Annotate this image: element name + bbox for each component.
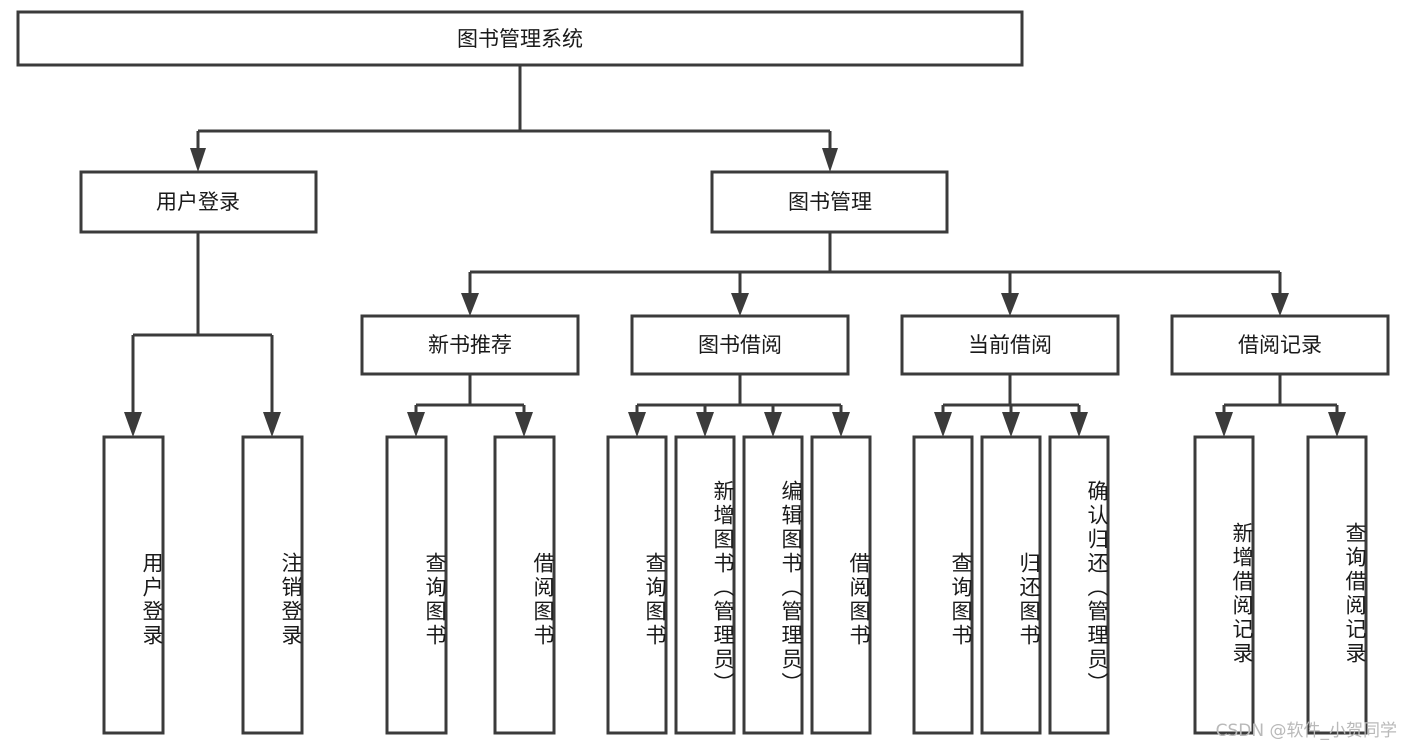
leaf-query-book-3-label: 查询图书 bbox=[949, 552, 973, 648]
leaf-query-book-1[interactable]: 查询图书 bbox=[385, 435, 448, 735]
node-book-management-label: 图书管理 bbox=[788, 190, 872, 214]
leaf-logout-login-box[interactable] bbox=[241, 435, 304, 735]
node-user-login-label: 用户登录 bbox=[156, 190, 240, 214]
arrow-head-leaf-query-book-3 bbox=[934, 412, 952, 437]
leaf-borrow-book-1-label: 借阅图书 bbox=[531, 552, 555, 648]
leaf-confirm-return-label: 确认归还（管理员） bbox=[1085, 480, 1109, 696]
arrow-head-leaf-confirm-return bbox=[1070, 412, 1088, 437]
arrow-head-leaf-return-book bbox=[1002, 412, 1020, 437]
leaf-add-book-label: 新增图书（管理员） bbox=[711, 480, 735, 696]
arrow-head-user-login bbox=[190, 148, 206, 172]
arrow-head-book-borrow bbox=[731, 293, 749, 316]
node-book-borrow-box[interactable] bbox=[630, 314, 850, 376]
node-user-login-box[interactable] bbox=[79, 170, 318, 234]
leaf-query-book-1-box[interactable] bbox=[385, 435, 448, 735]
leaf-query-borrow-record-label: 查询借阅记录 bbox=[1343, 522, 1367, 666]
leaf-query-book-2[interactable]: 查询图书 bbox=[606, 435, 668, 735]
arrow-head-leaf-user-login bbox=[124, 412, 142, 437]
arrow-head-leaf-borrow-book-1 bbox=[515, 412, 533, 437]
leaf-query-book-1-label: 查询图书 bbox=[423, 552, 447, 648]
arrow-head-book-management bbox=[822, 148, 838, 172]
leaf-user-login-label: 用户登录 bbox=[140, 552, 164, 648]
leaf-query-book-2-box[interactable] bbox=[606, 435, 668, 735]
leaf-add-borrow-record-box[interactable] bbox=[1193, 435, 1255, 735]
leaf-add-borrow-record[interactable]: 新增借阅记录 bbox=[1193, 435, 1255, 735]
node-user-login[interactable]: 用户登录 bbox=[79, 170, 318, 234]
leaf-user-login[interactable]: 用户登录 bbox=[102, 435, 165, 735]
leaf-return-book[interactable]: 归还图书 bbox=[980, 435, 1042, 735]
node-current-borrow[interactable]: 当前借阅 bbox=[900, 314, 1120, 376]
arrow-head-leaf-query-book-1 bbox=[407, 412, 425, 437]
leaf-borrow-book-2[interactable]: 借阅图书 bbox=[810, 435, 872, 735]
leaf-borrow-book-2-label: 借阅图书 bbox=[847, 552, 871, 648]
arrow-head-borrow-record bbox=[1271, 293, 1289, 316]
leaf-borrow-book-1-box[interactable] bbox=[493, 435, 556, 735]
arrow-head-leaf-query-book-2 bbox=[628, 412, 646, 437]
node-borrow-record-box[interactable] bbox=[1170, 314, 1390, 376]
leaf-query-book-3-box[interactable] bbox=[912, 435, 974, 735]
leaf-confirm-return[interactable]: 确认归还（管理员） bbox=[1048, 435, 1110, 735]
node-new-book-recommend-box[interactable] bbox=[360, 314, 580, 376]
arrow-head-current-borrow bbox=[1001, 293, 1019, 316]
leaf-confirm-return-box[interactable] bbox=[1048, 435, 1110, 735]
node-root[interactable]: 图书管理系统 bbox=[16, 10, 1024, 67]
leaf-return-book-box[interactable] bbox=[980, 435, 1042, 735]
leaf-edit-book[interactable]: 编辑图书（管理员） bbox=[742, 435, 804, 735]
node-new-book-recommend-label: 新书推荐 bbox=[428, 333, 512, 357]
leaf-logout-login-label: 注销登录 bbox=[279, 552, 303, 648]
node-borrow-record-label: 借阅记录 bbox=[1238, 333, 1322, 357]
node-book-borrow-label: 图书借阅 bbox=[698, 333, 782, 357]
node-book-borrow[interactable]: 图书借阅 bbox=[630, 314, 850, 376]
node-root-box[interactable] bbox=[16, 10, 1024, 67]
edge-group bbox=[124, 65, 1346, 437]
leaf-user-login-box[interactable] bbox=[102, 435, 165, 735]
node-current-borrow-box[interactable] bbox=[900, 314, 1120, 376]
leaf-query-borrow-record[interactable]: 查询借阅记录 bbox=[1306, 435, 1368, 735]
leaf-return-book-label: 归还图书 bbox=[1017, 552, 1041, 648]
arrow-head-leaf-add-borrow-record bbox=[1215, 412, 1233, 437]
node-current-borrow-label: 当前借阅 bbox=[968, 333, 1052, 357]
leaf-query-book-3[interactable]: 查询图书 bbox=[912, 435, 974, 735]
node-root-label: 图书管理系统 bbox=[457, 27, 583, 51]
node-book-management-box[interactable] bbox=[710, 170, 949, 234]
leaf-edit-book-label: 编辑图书（管理员） bbox=[779, 480, 803, 696]
arrow-head-leaf-query-borrow-record bbox=[1328, 412, 1346, 437]
arrow-head-leaf-add-book bbox=[696, 412, 714, 437]
node-book-management[interactable]: 图书管理 bbox=[710, 170, 949, 234]
leaf-edit-book-box[interactable] bbox=[742, 435, 804, 735]
arrow-head-leaf-edit-book bbox=[764, 412, 782, 437]
node-new-book-recommend[interactable]: 新书推荐 bbox=[360, 314, 580, 376]
leaf-add-book[interactable]: 新增图书（管理员） bbox=[674, 435, 736, 735]
leaf-query-borrow-record-box[interactable] bbox=[1306, 435, 1368, 735]
node-borrow-record[interactable]: 借阅记录 bbox=[1170, 314, 1390, 376]
leaf-query-book-2-label: 查询图书 bbox=[643, 552, 667, 648]
arrow-head-new-book-recommend bbox=[461, 293, 479, 316]
arrow-head-leaf-logout-login bbox=[263, 412, 281, 437]
leaf-borrow-book-1[interactable]: 借阅图书 bbox=[493, 435, 556, 735]
leaf-add-borrow-record-label: 新增借阅记录 bbox=[1230, 522, 1254, 666]
arrow-head-leaf-borrow-book-2 bbox=[832, 412, 850, 437]
leaf-add-book-box[interactable] bbox=[674, 435, 736, 735]
leaf-logout-login[interactable]: 注销登录 bbox=[241, 435, 304, 735]
leaf-borrow-book-2-box[interactable] bbox=[810, 435, 872, 735]
